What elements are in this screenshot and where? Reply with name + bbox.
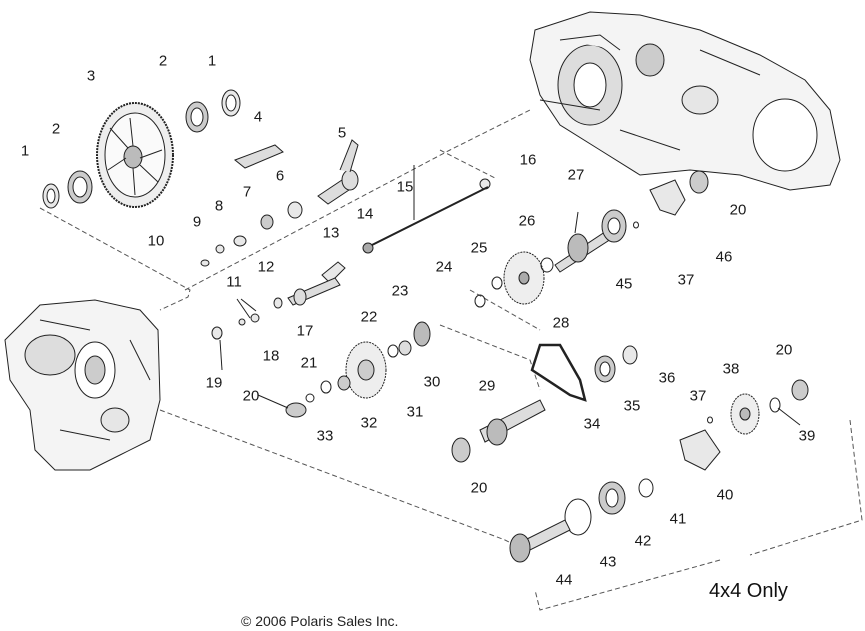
part-30-washer — [398, 340, 412, 356]
part-29-shaft — [479, 399, 546, 446]
part-15-shaft — [371, 186, 489, 246]
part-24-ring — [474, 294, 486, 308]
part-21-washer — [320, 380, 332, 394]
callout-12: 12 — [257, 258, 275, 276]
transmission-case-left — [4, 299, 161, 471]
part-4-bracket — [234, 144, 284, 169]
callout-5: 5 — [337, 124, 347, 142]
callout-14: 14 — [356, 205, 374, 223]
callout-11: 11 — [226, 273, 242, 291]
part-37-pin-lower — [707, 416, 713, 424]
callout-20: 20 — [470, 479, 488, 497]
bearings — [42, 89, 809, 515]
callout-26: 26 — [518, 212, 536, 230]
leader-lines — [219, 165, 801, 426]
callout-13: 13 — [322, 224, 340, 242]
callout-21: 21 — [300, 354, 318, 372]
callout-18: 18 — [262, 347, 280, 365]
part-26-ring — [540, 257, 554, 273]
callout-2: 2 — [51, 120, 61, 138]
part-40-cover — [679, 429, 721, 471]
callout-9: 9 — [192, 213, 202, 231]
callout-16: 16 — [519, 151, 537, 169]
part-39-ring — [769, 397, 781, 413]
callout-7: 7 — [242, 183, 252, 201]
callout-25: 25 — [470, 239, 488, 257]
callout-29: 29 — [478, 377, 496, 395]
part-34-chain — [530, 343, 587, 402]
part-46-cover — [649, 179, 686, 216]
part-17-shaft — [287, 277, 341, 306]
callout-43: 43 — [599, 553, 617, 571]
callout-40: 40 — [716, 486, 734, 504]
callout-2: 2 — [158, 52, 168, 70]
part-37-pin-upper — [633, 221, 639, 229]
callout-6: 6 — [275, 167, 285, 185]
part-5-shaft — [317, 139, 359, 205]
callout-3: 3 — [86, 67, 96, 85]
callout-20: 20 — [775, 341, 793, 359]
callout-37: 37 — [689, 387, 707, 405]
callout-42: 42 — [634, 532, 652, 550]
transmission-case-right — [529, 11, 841, 191]
part-3-gear — [96, 102, 174, 208]
callout-39: 39 — [798, 427, 816, 445]
callout-34: 34 — [583, 415, 601, 433]
callout-8: 8 — [214, 197, 224, 215]
callout-36: 36 — [658, 369, 676, 387]
callout-28: 28 — [552, 314, 570, 332]
callout-45: 45 — [615, 275, 633, 293]
callout-24: 24 — [435, 258, 453, 276]
part-44-pinion — [509, 519, 571, 563]
callout-35: 35 — [623, 397, 641, 415]
callout-38: 38 — [722, 360, 740, 378]
part-23-gear — [413, 321, 431, 347]
callout-20: 20 — [729, 201, 747, 219]
callout-32: 32 — [360, 414, 378, 432]
part-38-gear — [730, 393, 760, 435]
callout-30: 30 — [423, 373, 441, 391]
callout-37: 37 — [677, 271, 695, 289]
four-by-four-only-note: 4x4 Only — [709, 580, 788, 602]
part-45-gear — [601, 209, 627, 243]
part-28-gear — [503, 251, 545, 305]
callout-33: 33 — [316, 427, 334, 445]
callout-17: 17 — [296, 322, 314, 340]
callout-20: 20 — [242, 387, 260, 405]
part-43-oring — [564, 498, 592, 536]
callout-15: 15 — [396, 178, 414, 196]
copyright-text: © 2006 Polaris Sales Inc. — [241, 613, 399, 629]
callout-46: 46 — [715, 248, 733, 266]
callout-31: 31 — [406, 403, 424, 421]
callout-4: 4 — [253, 108, 263, 126]
callout-27: 27 — [567, 166, 585, 184]
part-22-ring — [387, 344, 399, 358]
part-25-ring — [491, 276, 503, 290]
callout-10: 10 — [147, 232, 165, 250]
part-32-spacer — [337, 375, 351, 391]
callout-1: 1 — [20, 142, 30, 160]
callout-19: 19 — [205, 374, 223, 392]
part-33-ring — [305, 393, 315, 403]
callout-41: 41 — [669, 510, 687, 528]
callout-1: 1 — [207, 52, 217, 70]
part-31-gear — [345, 341, 387, 399]
part-41-ring — [638, 478, 654, 498]
callout-22: 22 — [360, 308, 378, 326]
small-parts — [200, 178, 491, 340]
callout-23: 23 — [391, 282, 409, 300]
callout-44: 44 — [555, 571, 573, 589]
